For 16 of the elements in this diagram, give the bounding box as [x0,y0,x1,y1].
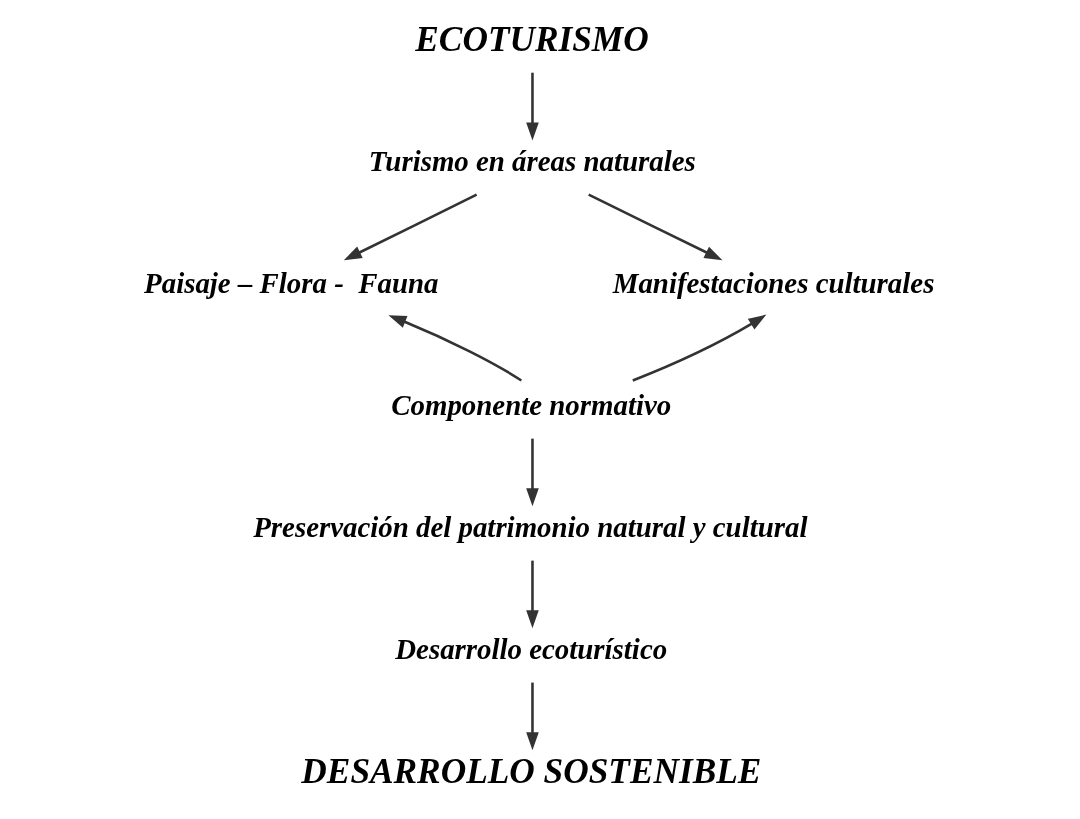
node-text: ECOTURISMO [414,19,649,59]
arrow [387,315,522,382]
node-text: Desarrollo ecoturístico [394,632,667,665]
node-text: Preservación del patrimonio natural y cultural [252,510,807,543]
arrow [525,438,539,507]
node-text: DESARROLLO SOSTENIBLE [300,751,761,791]
arrow [631,314,766,382]
node-text: Turismo en áreas naturales [368,145,696,177]
node-text: Paisaje – Flora - Fauna [143,266,438,299]
node-text: Componente normativo [390,388,671,421]
arrow [587,193,722,261]
arrow [525,682,539,751]
node-text: Manifestaciones culturales [612,266,934,299]
arrow [343,193,477,261]
arrow [525,560,539,629]
arrow [525,72,539,141]
